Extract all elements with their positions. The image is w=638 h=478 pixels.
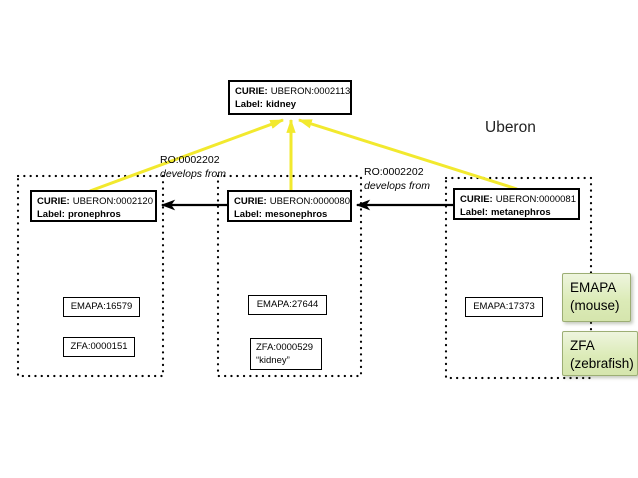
xref-emapa-16579: EMAPA:16579 [63,297,140,317]
label-key: Label: [235,99,263,110]
node-kidney: CURIE:UBERON:0002113 Label:kidney [228,80,352,115]
curie-key: CURIE: [234,196,267,207]
node-kidney-label-line: Label:kidney [235,98,346,111]
relation-id: RO:0002202 [160,154,220,166]
node-pronephros-label-line: Label:pronephros [37,208,151,221]
label-key: Label: [460,207,488,218]
pronephros-group-dotted-box [16,174,165,378]
legend-zfa-zebrafish: ZFA (zebrafish) [562,331,638,376]
xref-zfa-0000151: ZFA:0000151 [63,337,135,357]
relation-label-meso-to-pro: RO:0002202 develops from [160,154,226,181]
legend-zfa-title: ZFA [570,338,595,353]
xref-zfa-synonym: “kidney” [256,354,290,366]
label-value: pronephros [67,209,121,220]
curie-key: CURIE: [37,196,70,207]
relation-name: develops from [364,179,430,192]
xref-emapa-17373: EMAPA:17373 [465,297,543,317]
relation-name: develops from [160,167,226,180]
node-metanephros-label-line: Label:metanephros [460,206,574,219]
node-metanephros: CURIE:UBERON:0000081 Label:metanephros [453,188,580,220]
curie-value: UBERON:0000081 [495,194,577,205]
edge-pronephros-to-kidney [89,118,285,193]
curie-value: UBERON:0002113 [270,86,351,97]
legend-emapa-mouse: EMAPA (mouse) [562,273,631,322]
legend-emapa-species: (mouse) [570,298,620,313]
node-pronephros-curie-line: CURIE:UBERON:0002120 [37,195,154,208]
curie-value: UBERON:0002120 [72,196,154,207]
label-value: metanephros [490,207,551,218]
node-metanephros-curie-line: CURIE:UBERON:0000081 [460,193,577,206]
label-key: Label: [234,209,262,220]
legend-zfa-species: (zebrafish) [570,356,634,371]
label-key: Label: [37,209,65,220]
curie-key: CURIE: [460,194,493,205]
xref-zfa-id: ZFA:0000529 [256,342,314,353]
label-value: kidney [265,99,297,110]
node-kidney-curie-line: CURIE:UBERON:0002113 [235,85,350,98]
curie-key: CURIE: [235,86,268,97]
edge-metanephros-to-kidney [297,118,518,191]
node-mesonephros-curie-line: CURIE:UBERON:0000080 [234,195,350,208]
node-mesonephros: CURIE:UBERON:0000080 Label:mesonephros [227,190,352,222]
relation-id: RO:0002202 [364,166,424,178]
xref-zfa-0000529: ZFA:0000529 “kidney” [250,338,322,370]
node-mesonephros-label-line: Label:mesonephros [234,208,346,221]
node-pronephros: CURIE:UBERON:0002120 Label:pronephros [30,190,157,222]
uberon-ontology-label: Uberon [485,119,536,136]
mesonephros-group-dotted-box [216,174,363,378]
legend-emapa-title: EMAPA [570,280,617,295]
relation-label-meta-to-meso: RO:0002202 develops from [364,166,430,193]
curie-value: UBERON:0000080 [269,196,351,207]
xref-emapa-27644: EMAPA:27644 [248,295,327,315]
label-value: mesonephros [264,209,328,220]
